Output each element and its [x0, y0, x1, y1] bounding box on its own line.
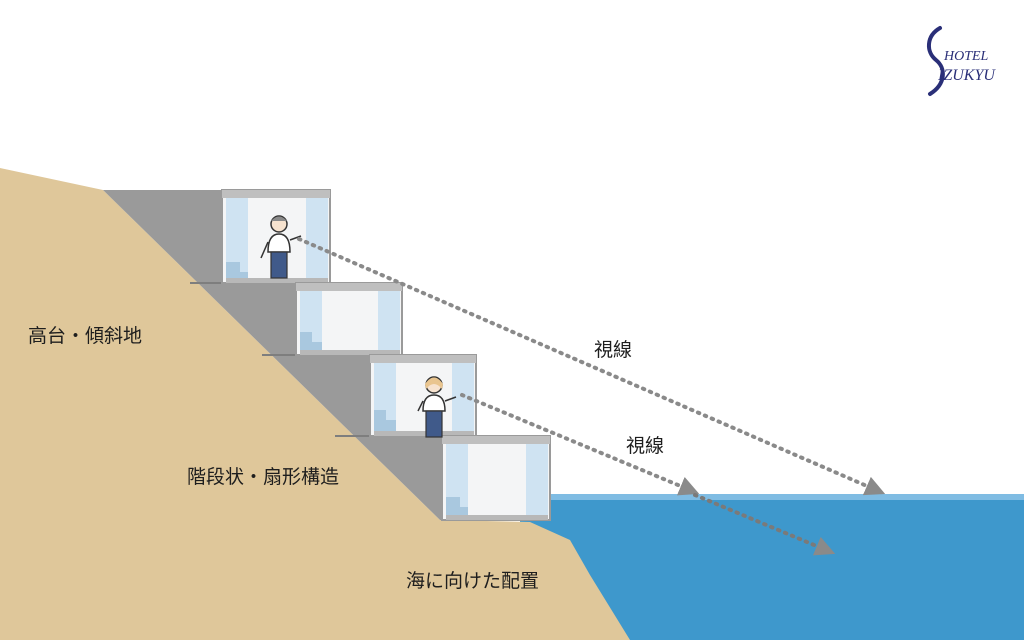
- room-floor-3: [369, 354, 477, 437]
- logo-swirl-icon: [927, 26, 945, 96]
- person-upper-icon: [260, 215, 302, 279]
- sightline-lower-extension: [693, 493, 836, 556]
- person-lower-icon: [417, 376, 457, 438]
- sightline-lower: [460, 393, 700, 496]
- hotel-logo: HOTEL IZUKYU: [927, 26, 996, 96]
- logo-line-1: HOTEL: [943, 49, 989, 64]
- logo-line-2: IZUKYU: [937, 67, 996, 84]
- terrain-label: 高台・傾斜地: [28, 325, 142, 347]
- sightline-upper: [297, 237, 886, 496]
- sightline-lower-label: 視線: [626, 435, 664, 457]
- orientation-label: 海に向けた配置: [406, 570, 539, 592]
- room-floor-4: [441, 435, 551, 521]
- room-floor-2: [295, 282, 403, 356]
- cliff: [0, 168, 630, 640]
- sea-surface: [520, 494, 1024, 500]
- structure-label: 階段状・扇形構造: [187, 466, 339, 488]
- sightline-upper-label: 視線: [594, 339, 632, 361]
